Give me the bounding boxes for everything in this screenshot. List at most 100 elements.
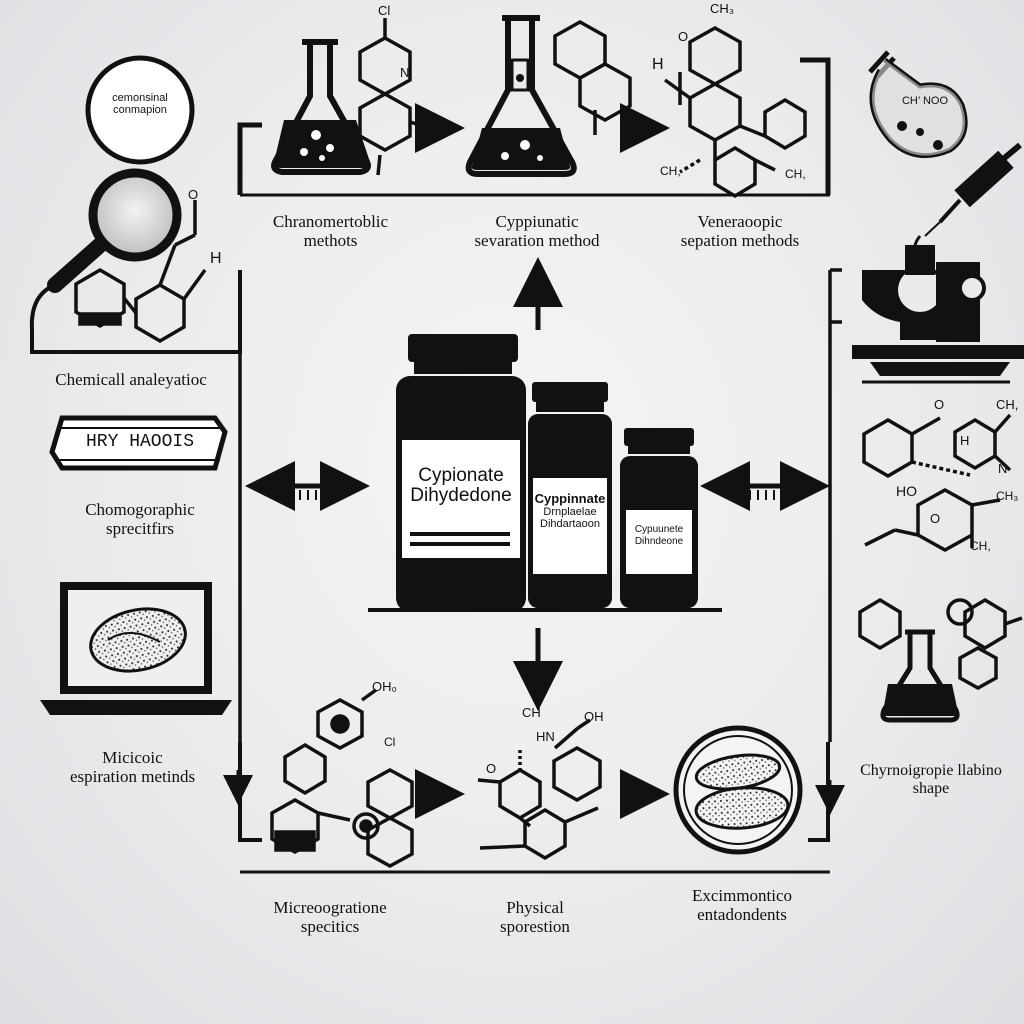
atom-label: O [934, 397, 945, 412]
label-line: Cypionate [418, 465, 504, 486]
atom-label: OH₀ [372, 679, 397, 694]
label-sepation-methods: Veneraoopic sepation methods [655, 212, 825, 250]
molecule-icon-top-2 [553, 19, 632, 135]
bottle-large [396, 334, 526, 612]
label-line: sporestion [500, 917, 570, 937]
label-espiration-methods: Micicoic espiration metinds [30, 748, 235, 786]
label-line: Dihdartaoon [540, 518, 600, 531]
atom-label: OH [584, 709, 604, 724]
flask-icon-2 [465, 15, 577, 177]
atom-label: CH [522, 705, 541, 720]
label-line: Chranomertoblic [272, 212, 389, 231]
label-line: CH’ NOO [901, 95, 949, 107]
molecule-icon-left [74, 200, 207, 344]
atom-label: CH, [970, 539, 991, 553]
atom-label: H [652, 56, 664, 73]
atom-label: CH, [996, 397, 1019, 412]
label-line: sevaration method [474, 231, 600, 251]
molecule-icon-right-1 [862, 413, 1012, 479]
central-frame [238, 270, 832, 742]
atom-label: CH₃ [710, 1, 735, 16]
top-right-bracket [800, 57, 831, 195]
label-chemical-analysis: Chemicall analeyatioc [26, 370, 236, 389]
left-bracket-top [29, 270, 242, 354]
atom-label: N [998, 461, 1008, 476]
sticker-text: cemonsinal conmapion [93, 92, 187, 117]
molecule-icon-top-3 [663, 25, 807, 199]
label-line: specitics [300, 917, 360, 937]
flask-icon-right [880, 629, 960, 723]
round-flask-text: CH’ NOO [890, 95, 960, 107]
molecule-icon-bottom-2 [477, 718, 602, 861]
label-line: methots [303, 231, 358, 251]
bottle-medium-label: Cyppinnate Drnplaelae Dihdartaoon [533, 491, 607, 531]
syringe-icon [913, 142, 1022, 255]
label-line: Excimmontico [691, 886, 793, 905]
petri-dish-icon [673, 725, 803, 855]
atom-label: CH, [660, 164, 681, 178]
magnifier-icon [47, 168, 182, 293]
label-microgratione-specitics: Micreoogratione specitics [240, 898, 420, 936]
label-physical-sporestion: Physical sporestion [460, 898, 610, 936]
label-entadondents: Excimmontico entadondents [652, 886, 832, 924]
banner-text: HRY HAOOIS [60, 432, 220, 452]
molecule-icon-right-2 [864, 487, 1001, 553]
label-line: Cyppiunatic [495, 212, 579, 231]
atom-label: CH₃ [996, 489, 1019, 503]
label-line: cemonsinal [112, 92, 168, 104]
label-line: Micicoic [102, 748, 163, 767]
arrow-hatching [291, 490, 783, 500]
label-line: conmapion [113, 104, 167, 117]
banner-sign [49, 415, 228, 471]
label-line: sprecitfirs [106, 519, 174, 539]
label-line: Micreoogratione [273, 898, 387, 917]
top-left-bracket [237, 122, 262, 195]
flask-icon-1 [271, 39, 371, 175]
atom-label: HO [896, 483, 917, 499]
bottle-large-label: Cypionate Dihydedone [402, 466, 520, 506]
label-separation-method: Cyppiunatic sevaration method [447, 212, 627, 250]
label-line: Chyrnoigropie llabino [860, 762, 1002, 779]
atom-label: O [678, 29, 689, 44]
atom-label: O [188, 187, 199, 202]
atom-label: H [960, 433, 970, 448]
atom-label: O [486, 761, 497, 776]
right-bracket-top [830, 268, 842, 324]
sticker-circle [85, 55, 195, 165]
molecule-icon-top-1 [358, 18, 431, 176]
label-chromographic-specifics: Chomogoraphic sprecitfirs [50, 500, 230, 538]
label-line: sepation methods [680, 231, 800, 251]
bottle-small-label: Cypuunete Dihndeone [626, 524, 692, 547]
right-bracket-bottom [808, 742, 845, 842]
label-line: Dihydedone [410, 484, 512, 506]
left-bracket-bottom [223, 742, 262, 842]
molecule-icon-bottom-1 [270, 688, 414, 868]
label-line: Drnplaelae [543, 506, 597, 519]
atom-label: N [400, 65, 410, 80]
label-line: Chomogoraphic [85, 500, 195, 519]
label-line: entadondents [697, 905, 787, 925]
label-line: Chemicall analeyatioc [55, 370, 207, 389]
center-arrows [245, 257, 830, 711]
label-line: shape [912, 779, 950, 797]
label-line: Veneraoopic [697, 212, 783, 231]
laptop-icon [40, 582, 232, 715]
atom-label: O [930, 511, 941, 526]
label-line: Cyppinnate [534, 491, 606, 506]
atom-label: Cl [384, 735, 396, 749]
round-flask-icon [868, 50, 968, 159]
label-line: espiration metinds [69, 767, 196, 787]
atom-label: Cl [378, 3, 391, 18]
label-line: Dihndeone [634, 535, 684, 547]
label-line: Cypuunete [634, 524, 684, 535]
label-line: HRY HAOOIS [85, 432, 195, 452]
bottle-medium [528, 382, 612, 608]
atom-label: HN [536, 729, 555, 744]
microscope-icon [852, 245, 1024, 384]
atom-label: CH, [785, 167, 806, 181]
bottle-small [620, 428, 698, 608]
label-chromatographic-shape: Chyrnoigropie llabino shape [838, 762, 1024, 798]
atom-label: H [210, 250, 222, 267]
label-line: Physical [506, 898, 564, 917]
